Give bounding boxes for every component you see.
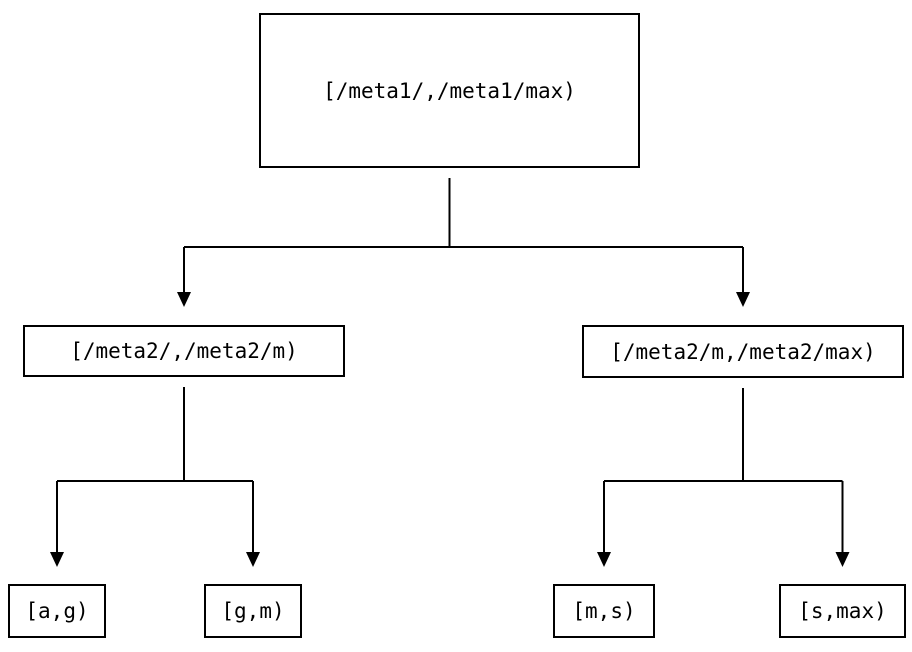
node-leaf-a-g: [a,g) (8, 584, 106, 638)
arrowhead-down-icon (597, 552, 611, 567)
edge-root-to-children (177, 178, 750, 307)
node-leaf-g-m: [g,m) (204, 584, 302, 638)
arrowhead-down-icon (736, 292, 750, 307)
arrowhead-down-icon (835, 552, 850, 567)
arrowhead-down-icon (177, 292, 191, 307)
arrowhead-down-icon (50, 552, 64, 567)
edge-right-to-leaves (597, 388, 850, 567)
node-right-range: [/meta2/m,/meta2/max) (582, 325, 904, 378)
node-leaf-s-max: [s,max) (779, 584, 906, 638)
edge-right-stem (603, 388, 844, 552)
node-root-range: [/meta1/,/meta1/max) (259, 13, 640, 168)
arrowhead-down-icon (246, 552, 260, 567)
edge-left-to-leaves (50, 387, 260, 567)
node-left-range: [/meta2/,/meta2/m) (23, 325, 345, 377)
edge-left-stem (56, 387, 254, 552)
edge-root-stem (183, 178, 744, 292)
node-leaf-m-s: [m,s) (553, 584, 655, 638)
